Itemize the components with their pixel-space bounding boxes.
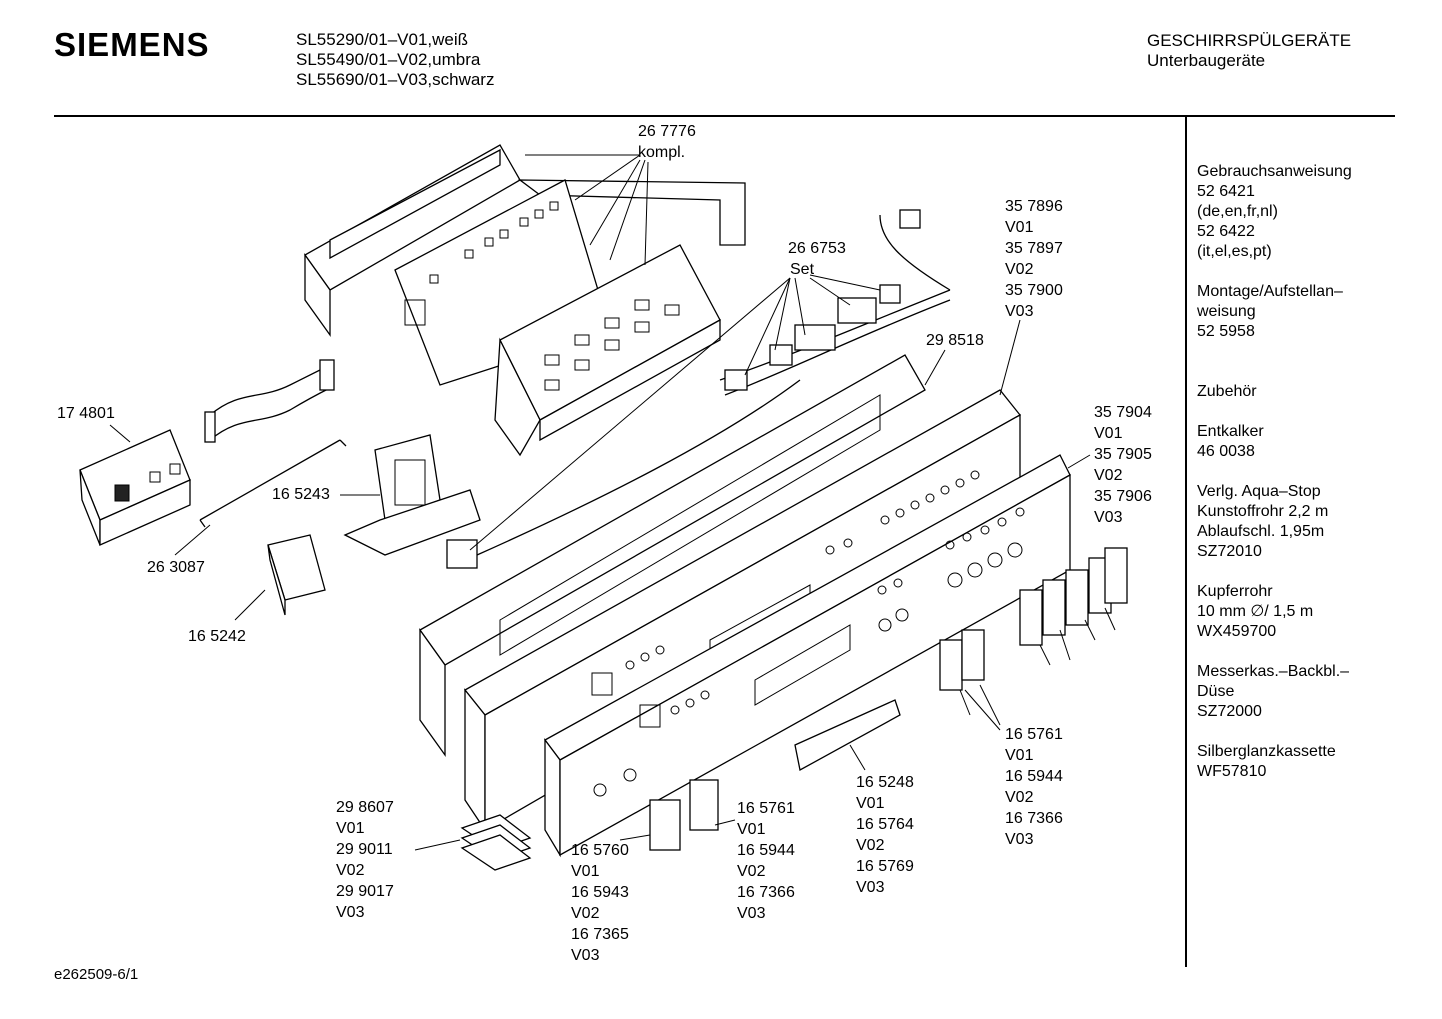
- drawing-code: e262509-6/1: [54, 966, 139, 983]
- inner-frame-part: [419, 354, 926, 758]
- exploded-view-drawing: [79, 144, 1128, 871]
- ribbon-cable-edge: [209, 387, 331, 441]
- brand-logo: SIEMENS: [54, 26, 210, 63]
- top-frame-part: [304, 144, 746, 338]
- gasket-stack-part: [460, 814, 532, 871]
- model-line: SL55290/01–V01,weiß: [296, 30, 469, 49]
- bracket-part: [343, 434, 481, 556]
- part-label-267776: 26 7776 kompl.: [638, 123, 696, 161]
- sidebar-divider: [1185, 117, 1187, 967]
- display-module-part: [79, 429, 191, 547]
- leader-lines: [109, 154, 1116, 851]
- wiring-harness-part: [446, 209, 951, 569]
- push-button-part: [689, 779, 719, 831]
- part-label-266753: 26 6753 Set: [788, 240, 846, 278]
- switch-part: [267, 534, 326, 616]
- part-label-165242: 16 5242: [188, 628, 246, 645]
- part-label-174801: 17 4801: [57, 405, 115, 422]
- part-label-165243: 16 5243: [272, 486, 330, 503]
- category-title: GESCHIRRSPÜLGERÄTE: [1147, 31, 1352, 50]
- sidebar-group-accessories-heading: Zubehör: [1197, 383, 1257, 400]
- facia-panel-part: [544, 454, 1071, 858]
- part-label-263087: 26 3087: [147, 559, 205, 576]
- push-button-part: [649, 799, 681, 851]
- relay-holder-part: [494, 244, 721, 457]
- ribbon-connector: [319, 359, 335, 391]
- ribbon-connector: [204, 411, 216, 443]
- wire-part: [199, 439, 347, 528]
- model-line: SL55490/01–V02,umbra: [296, 50, 481, 69]
- part-label-298518: 29 8518: [926, 332, 984, 349]
- push-button-group-part: [939, 547, 1128, 691]
- sidebar-group-installation: Montage/Aufstellan–weisung 52 5958: [1197, 283, 1343, 340]
- model-line: SL55690/01–V03,schwarz: [296, 70, 495, 89]
- ribbon-cable: [209, 364, 331, 416]
- sidebar-group-nozzle: Messerkas.–Backbl.–Düse SZ72000: [1197, 663, 1350, 720]
- header-divider: [54, 115, 1395, 117]
- light-guide-part: [794, 699, 901, 771]
- model-list: SL55290/01–V01,weiß SL55490/01–V02,umbra…: [296, 30, 494, 90]
- category-block: GESCHIRRSPÜLGERÄTE Unterbaugeräte: [1147, 31, 1351, 71]
- category-subtitle: Unterbaugeräte: [1147, 51, 1266, 70]
